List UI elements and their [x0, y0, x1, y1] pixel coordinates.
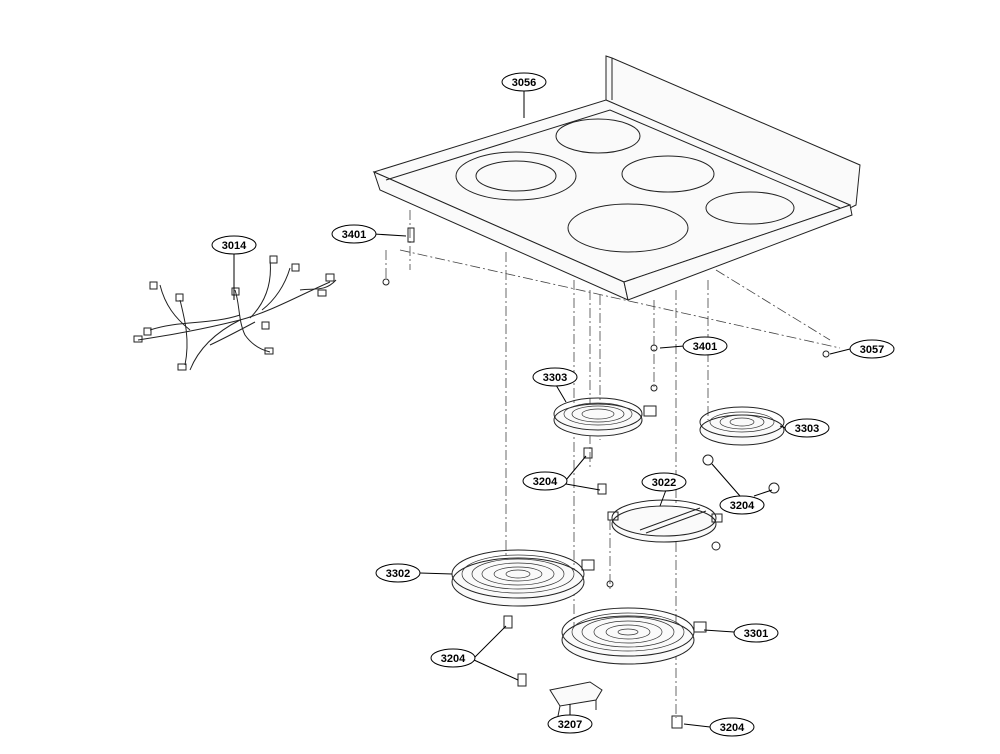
callout-3014: 3014	[211, 235, 257, 255]
callout-3401-top: 3401	[331, 224, 377, 244]
cooktop-glass-top	[372, 55, 861, 301]
callout-label: 3204	[533, 476, 558, 488]
callout-3302: 3302	[375, 563, 421, 583]
callout-label: 3401	[342, 229, 366, 241]
callout-label: 3303	[543, 372, 567, 384]
callout-3022: 3022	[641, 472, 687, 492]
mounting-bracket	[549, 681, 603, 717]
callout-3204-b: 3204	[719, 495, 765, 515]
callout-3204-a: 3204	[522, 471, 568, 491]
radiant-element-small-right	[699, 406, 785, 446]
leader-lines	[233, 90, 851, 728]
callout-label: 3204	[730, 500, 755, 512]
callout-label: 3302	[386, 568, 410, 580]
callout-3401-right: 3401	[682, 336, 728, 356]
wire-harness	[133, 255, 337, 371]
callout-3057: 3057	[849, 339, 895, 359]
callout-3303-left: 3303	[532, 367, 578, 387]
callout-label: 3204	[720, 722, 745, 734]
callout-label: 3057	[860, 344, 884, 356]
callout-3207: 3207	[547, 714, 593, 734]
callout-3056: 3056	[501, 72, 547, 92]
callout-label: 3303	[795, 423, 819, 435]
callout-label: 3056	[512, 77, 536, 89]
callout-3301: 3301	[733, 623, 779, 643]
callout-label: 3301	[744, 628, 768, 640]
callout-label: 3014	[222, 240, 247, 252]
callout-label: 3022	[652, 477, 676, 489]
callout-label: 3204	[441, 653, 466, 665]
callout-3204-d: 3204	[709, 717, 755, 737]
callout-label: 3401	[693, 341, 717, 353]
callout-3204-c: 3204	[430, 648, 476, 668]
radiant-element-small-left	[553, 397, 657, 437]
callout-3303-right: 3303	[784, 418, 830, 438]
fasteners	[382, 227, 830, 729]
warming-element	[607, 499, 723, 543]
radiant-element-large-right	[561, 607, 707, 665]
callout-label: 3207	[558, 719, 582, 731]
radiant-element-large-left	[451, 549, 595, 607]
